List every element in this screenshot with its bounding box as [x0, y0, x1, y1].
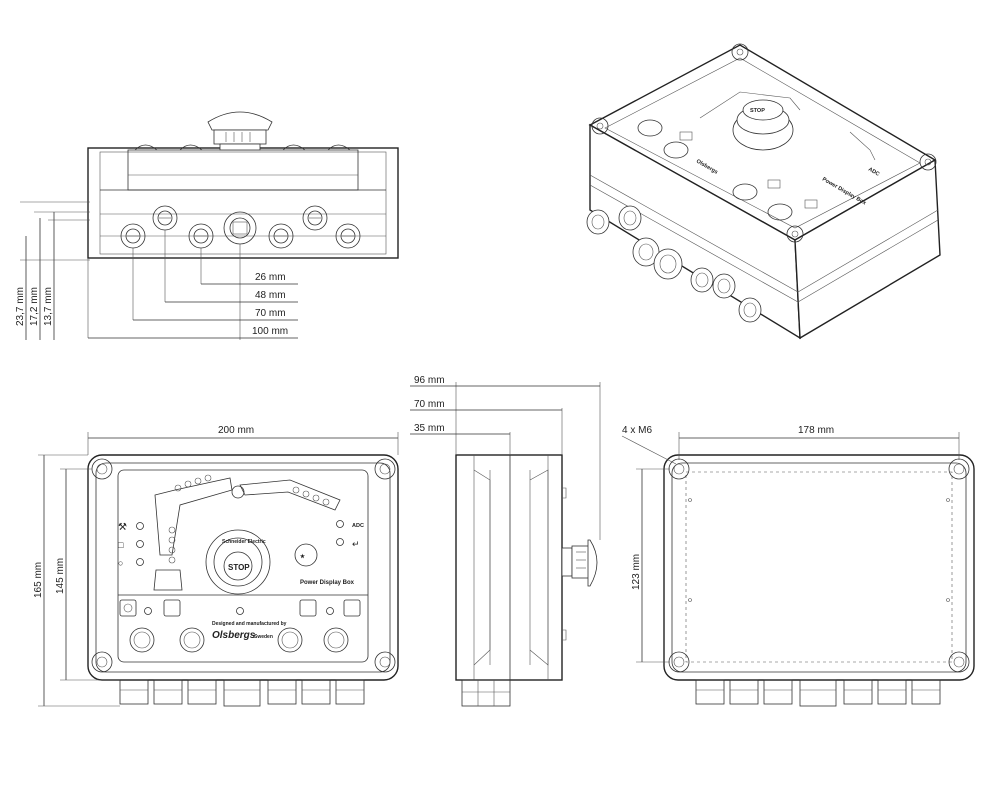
- stop-button-top: [207, 111, 273, 151]
- dim-96: 96 mm: [414, 375, 445, 386]
- back-view: 178 mm 4 x M6 123 mm: [621, 425, 975, 707]
- dim-123: 123 mm: [631, 554, 642, 590]
- front-view: Schneider Electric STOP ⚒ □ ○ ADC ↵ ★ Po…: [33, 425, 399, 707]
- dim-17-2: 17,2 mm: [29, 287, 40, 326]
- crane-arm-illustration: [153, 474, 341, 591]
- lift-icon: [343, 599, 361, 617]
- iso-adc-label: ADC: [867, 167, 880, 178]
- kw-icon: ★: [300, 553, 306, 560]
- dim-70-side: 70 mm: [414, 399, 445, 410]
- logo-badge: [294, 543, 318, 567]
- truck-icon: ○: [118, 558, 123, 568]
- dim-100: 100 mm: [252, 326, 288, 337]
- dim-13-7: 13,7 mm: [43, 287, 54, 326]
- signal-icon: ↵: [352, 539, 360, 549]
- top-view-body: [87, 147, 399, 259]
- maker-label: Olsbergs: [212, 630, 256, 641]
- power-icon: [119, 599, 137, 617]
- stop-label: STOP: [228, 563, 250, 572]
- dim-200: 200 mm: [218, 425, 254, 436]
- dim-165: 165 mm: [33, 562, 44, 598]
- front-glands: [119, 679, 365, 707]
- side-view: 96 mm 70 mm 35 mm: [410, 375, 601, 707]
- top-view-glands: [120, 205, 361, 249]
- hook-icon: [299, 599, 317, 617]
- dim-23-7: 23,7 mm: [15, 287, 26, 326]
- emergency-stop-front: Schneider Electric STOP: [205, 529, 271, 595]
- lock-icon: □: [118, 540, 124, 550]
- cable-icon: [163, 599, 181, 617]
- dim-48: 48 mm: [255, 290, 286, 301]
- isometric-view: STOP Power Display Box Olsbergs ADC: [586, 43, 941, 340]
- brand-label: Schneider Electric: [222, 539, 266, 545]
- dim-4xM6: 4 x M6: [622, 425, 652, 436]
- iso-glands: [586, 205, 762, 323]
- dim-145: 145 mm: [55, 558, 66, 594]
- dim-70: 70 mm: [255, 308, 286, 319]
- product-label: Power Display Box: [300, 580, 355, 586]
- stop-button-iso: STOP: [732, 99, 794, 151]
- stop-button-side: [561, 539, 598, 587]
- top-view: 23,7 mm 17,2 mm 13,7 mm 26 mm 48 mm 70 m…: [15, 111, 399, 340]
- side-view-body: [455, 454, 563, 681]
- dim-26: 26 mm: [255, 272, 286, 283]
- adc-label: ADC: [352, 523, 364, 529]
- wrench-icon: ⚒: [118, 522, 127, 533]
- dim-178: 178 mm: [798, 425, 834, 436]
- country-label: Sweden: [254, 634, 273, 640]
- iso-stop-label: STOP: [750, 108, 765, 114]
- dim-35: 35 mm: [414, 423, 445, 434]
- designed-label: Designed and manufactured by: [212, 621, 287, 627]
- back-glands: [695, 679, 941, 707]
- back-view-body: [663, 454, 975, 681]
